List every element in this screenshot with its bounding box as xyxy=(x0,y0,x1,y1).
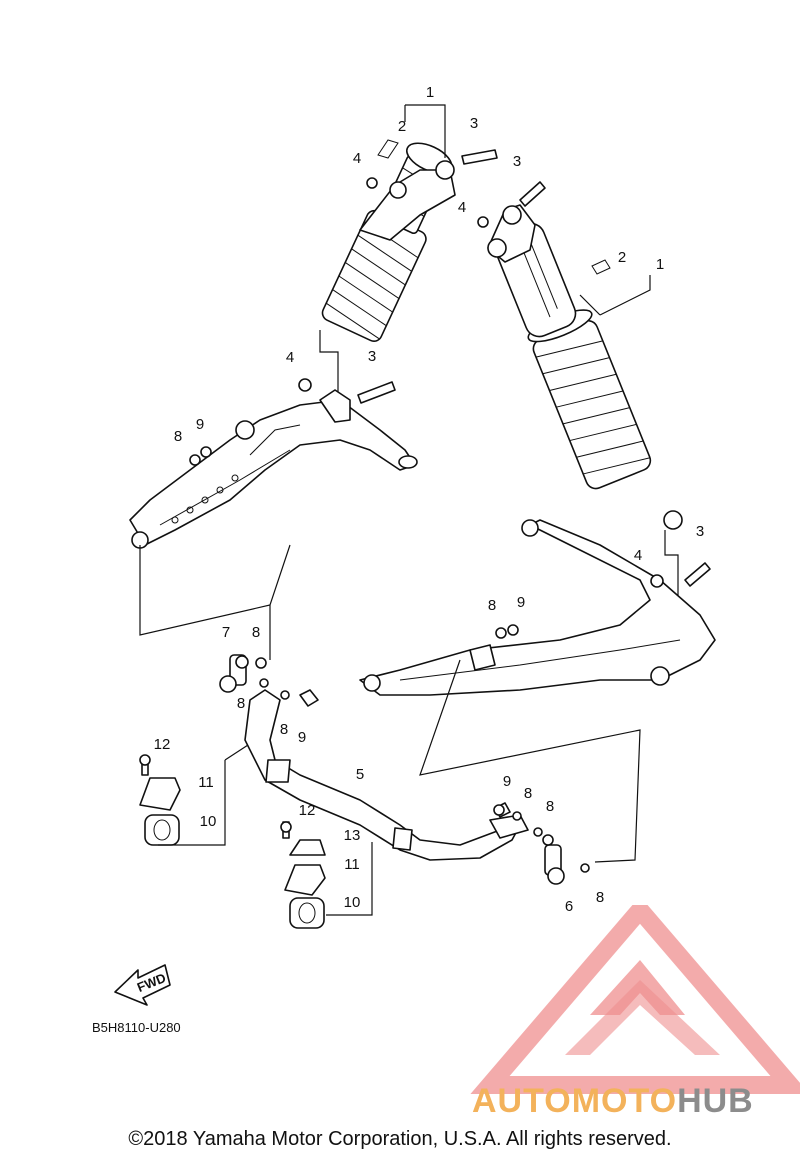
label-tag-right xyxy=(591,259,611,275)
callout-4: 4 xyxy=(286,349,294,366)
callout-9: 9 xyxy=(196,416,204,433)
callout-3: 3 xyxy=(368,348,376,365)
copyright-notice: ©2018 Yamaha Motor Corporation, U.S.A. A… xyxy=(128,1128,672,1150)
callout-6: 6 xyxy=(565,898,573,915)
left-a-arm xyxy=(129,389,418,549)
callout-4: 4 xyxy=(458,199,466,216)
callout-2: 2 xyxy=(398,118,406,135)
callout-3: 3 xyxy=(513,153,521,170)
callout-8: 8 xyxy=(524,785,532,802)
callout-1: 1 xyxy=(426,84,434,101)
right-bushing-clamp xyxy=(282,821,326,929)
right-a-arm xyxy=(359,519,716,696)
callout-10: 10 xyxy=(200,813,217,830)
callout-9: 9 xyxy=(298,729,306,746)
stabilizer-bar xyxy=(244,689,529,861)
callout-11: 11 xyxy=(344,856,360,873)
wordmark-part1: AUTOMOTO xyxy=(472,1082,678,1120)
automotohub-logo xyxy=(470,905,800,1094)
callout-9: 9 xyxy=(517,594,525,611)
left-bushing-clamp xyxy=(139,756,181,846)
callout-labels: 1 2 3 4 3 4 2 1 4 3 8 9 3 4 8 9 7 8 8 8 … xyxy=(154,84,705,915)
callout-10: 10 xyxy=(344,894,361,911)
callout-8: 8 xyxy=(488,597,496,614)
callout-11: 11 xyxy=(198,774,214,791)
right-stabilizer-link xyxy=(494,802,590,885)
callout-8: 8 xyxy=(237,695,245,712)
callout-7: 7 xyxy=(222,624,230,641)
callout-3: 3 xyxy=(696,523,704,540)
callout-13: 13 xyxy=(344,827,361,844)
left-shock-absorber xyxy=(319,142,456,395)
callout-5: 5 xyxy=(356,766,364,783)
callout-9: 9 xyxy=(503,773,511,790)
automotohub-wordmark: AUTOMOTOHUB xyxy=(472,1082,754,1121)
right-shock-absorber xyxy=(487,204,683,600)
callout-12: 12 xyxy=(299,802,316,819)
figure-code: B5H8110-U280 xyxy=(92,1020,181,1035)
callout-3: 3 xyxy=(470,115,478,132)
callout-4: 4 xyxy=(634,547,642,564)
callout-8: 8 xyxy=(174,428,182,445)
wordmark-part2: HUB xyxy=(677,1082,754,1120)
callout-8: 8 xyxy=(546,798,554,815)
left-stabilizer-link xyxy=(219,654,319,707)
callout-12: 12 xyxy=(154,736,171,753)
callout-8: 8 xyxy=(596,889,604,906)
callout-8: 8 xyxy=(252,624,260,641)
fasteners xyxy=(139,149,711,833)
callout-2: 2 xyxy=(618,249,626,266)
fwd-arrow: FWD xyxy=(114,964,171,1006)
callout-8: 8 xyxy=(280,721,288,738)
callout-1: 1 xyxy=(656,256,664,273)
reference-lines xyxy=(139,104,651,916)
label-tag-left xyxy=(377,139,399,159)
callout-4: 4 xyxy=(353,150,361,167)
